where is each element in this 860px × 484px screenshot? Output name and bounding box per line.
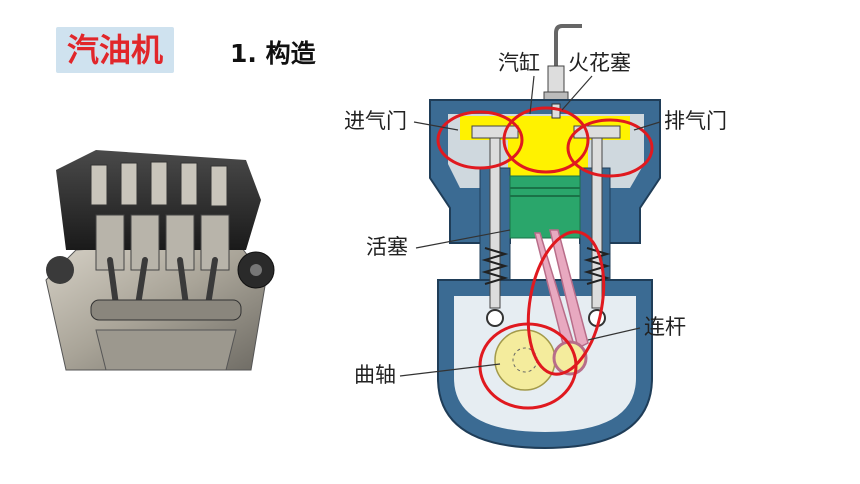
highlight-intake-valve: [436, 110, 524, 170]
label-exhaust-valve: 排气门: [664, 109, 727, 133]
label-crankshaft: 曲轴: [354, 363, 396, 387]
crankshaft-disk: [494, 329, 556, 391]
highlight-exhaust-valve: [566, 118, 654, 178]
connecting-rod: [534, 229, 589, 376]
highlight-spark-plug: [502, 106, 590, 174]
slide-title-box: 汽油机: [56, 27, 174, 73]
label-connecting-rod: 连杆: [644, 315, 686, 339]
label-spark-plug: 火花塞: [568, 51, 631, 75]
highlight-connecting-rod: [526, 230, 606, 376]
label-cylinder: 汽缸: [498, 51, 540, 75]
label-piston: 活塞: [366, 235, 408, 259]
section-heading: 1. 构造: [230, 39, 316, 68]
spark-plug-wire: [554, 24, 582, 68]
slide-title: 汽油机: [66, 31, 163, 69]
piston: [509, 175, 581, 239]
label-intake-valve: 进气门: [344, 109, 407, 133]
spark-plug-body: [547, 65, 565, 93]
engine-photo: [45, 150, 275, 371]
spark-plug-tip: [551, 103, 561, 119]
engine-cutaway-diagram: 汽缸 火花塞 进气门 排气门 活塞 连杆 曲轴: [344, 24, 727, 450]
